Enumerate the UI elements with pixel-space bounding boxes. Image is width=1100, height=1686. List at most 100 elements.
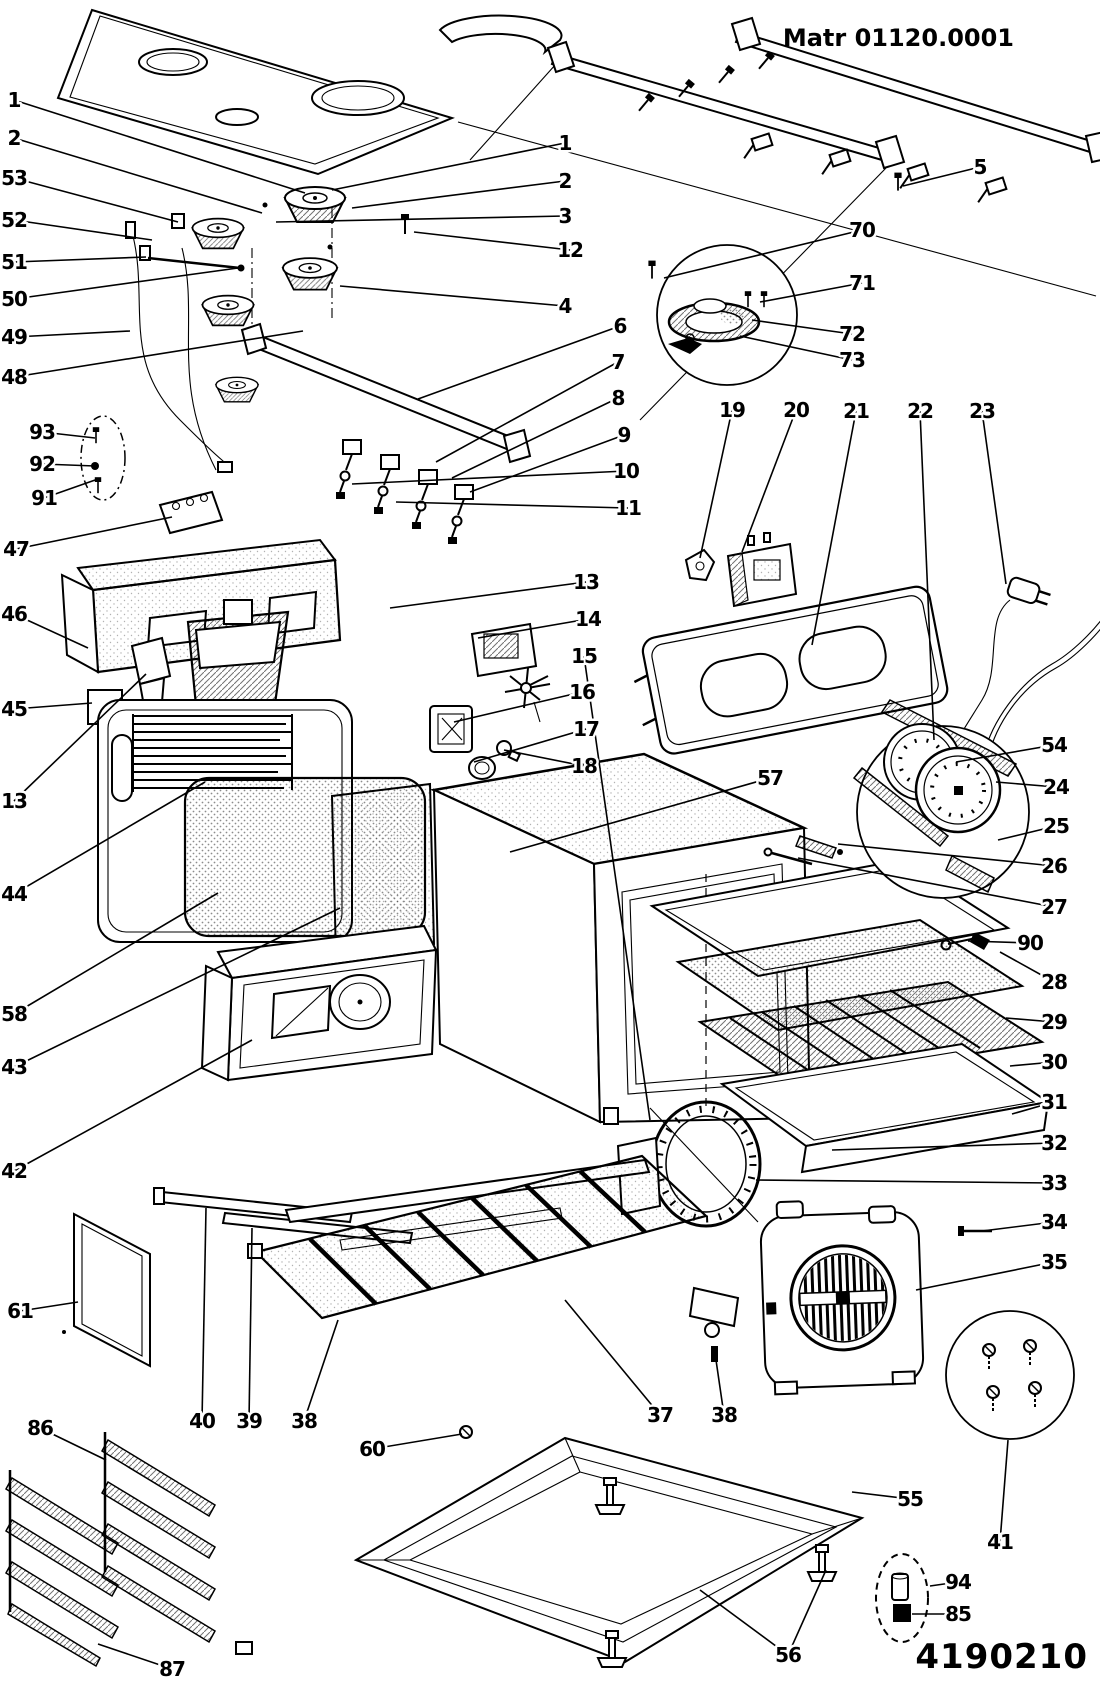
callout-label-40-part-7: 7	[612, 350, 625, 374]
leader-line-54-part-21	[811, 410, 857, 646]
callout-label-14-part-13: 13	[1, 789, 27, 813]
callout-label-38-part-5: 5	[974, 155, 987, 179]
leader-line-6-part-49	[13, 330, 131, 338]
leader-line-1-part-2	[13, 137, 263, 214]
storage-drawer	[200, 924, 438, 1082]
callout-label-68-part-29: 29	[1041, 1010, 1067, 1034]
leader-line-46-part-14	[477, 618, 589, 639]
terminal-block	[158, 490, 224, 535]
leader-line-61-part-54	[955, 744, 1055, 763]
callout-label-55-part-22: 22	[907, 399, 933, 423]
callout-label-74-part-35: 35	[1041, 1250, 1067, 1274]
callout-label-18-part-42: 42	[1, 1159, 27, 1183]
thermostat-and-bracket	[684, 532, 798, 608]
leader-line-68-part-29	[1005, 1017, 1055, 1023]
leader-line-36-part-12	[413, 231, 571, 251]
leader-line-9-part-92	[41, 463, 96, 467]
extra-leader-line-0	[787, 1569, 827, 1656]
callout-label-23-part-39: 39	[236, 1409, 262, 1433]
leader-line-52-part-19	[699, 409, 733, 559]
callout-label-57-part-70: 70	[849, 218, 875, 242]
side-rack-ladders	[5, 1432, 253, 1668]
callout-label-10-part-91: 91	[31, 486, 57, 510]
callout-label-7-part-48: 48	[1, 365, 27, 389]
callout-label-65-part-27: 27	[1041, 895, 1067, 919]
drawing-code: 4190210	[915, 1637, 1088, 1677]
leader-line-49-part-17	[473, 728, 587, 763]
leader-line-42-part-9	[469, 434, 625, 493]
leader-line-24-part-38	[303, 1319, 339, 1422]
callout-label-54-part-21: 21	[843, 399, 869, 423]
callout-label-69-part-30: 30	[1041, 1050, 1067, 1074]
callout-label-0-part-1: 1	[8, 88, 21, 112]
tap-stacks	[336, 439, 474, 544]
leader-line-10-part-91	[43, 478, 99, 499]
leader-line-25-part-60	[371, 1433, 463, 1450]
callout-label-47-part-15: 15	[571, 644, 597, 668]
callout-label-24-part-38: 38	[291, 1409, 317, 1433]
leader-line-8-part-93	[41, 431, 96, 439]
burner-detail-inset	[647, 244, 798, 386]
callout-label-66-part-90: 90	[1017, 931, 1043, 955]
callout-label-30-part-94: 94	[945, 1570, 971, 1594]
leader-line-66-part-90	[967, 940, 1031, 944]
leader-line-7-part-48	[13, 330, 304, 378]
callout-label-60-part-73: 73	[839, 348, 865, 372]
leader-line-34-part-2	[351, 180, 566, 209]
leader-line-48-part-16	[453, 691, 583, 723]
door-spring-parts	[763, 835, 843, 866]
leader-line-4-part-51	[13, 256, 147, 263]
leader-line-18-part-42	[13, 1039, 253, 1172]
callout-label-19-part-61: 61	[7, 1299, 33, 1323]
callout-label-58-part-71: 71	[849, 271, 875, 295]
callout-label-15-part-44: 44	[1, 882, 27, 906]
ribbed-tray	[247, 1154, 740, 1439]
callout-label-36-part-12: 12	[557, 238, 583, 262]
callout-label-13-part-45: 45	[1, 697, 27, 721]
callout-layer: 1253525150494893929147464513445843426186…	[0, 86, 1072, 1684]
callout-label-12-part-46: 46	[1, 602, 27, 626]
callout-label-46-part-14: 14	[575, 607, 601, 631]
callout-label-44-part-11: 11	[615, 496, 641, 520]
callout-label-32-part-41: 41	[987, 1530, 1013, 1554]
fastener-detail	[875, 1553, 929, 1643]
leader-line-39-part-6	[417, 325, 621, 400]
leader-line-12-part-46	[13, 613, 89, 649]
leader-line-40-part-7	[435, 361, 619, 463]
callout-label-26-part-37: 37	[647, 1403, 673, 1427]
callout-label-33-part-1: 1	[559, 131, 572, 155]
callout-label-27-part-38: 38	[711, 1403, 737, 1427]
supply-cable-and-plug	[947, 576, 1100, 763]
cooktop-panel	[56, 8, 563, 176]
gas-tap-rail	[240, 322, 532, 544]
callout-label-11-part-47: 47	[3, 537, 29, 561]
callout-label-16-part-58: 58	[1, 1002, 27, 1026]
callout-label-4-part-51: 51	[1, 250, 27, 274]
leader-line-60-part-73	[739, 335, 853, 361]
leader-line-21-part-87	[97, 1643, 173, 1670]
callout-label-70-part-31: 31	[1041, 1090, 1067, 1114]
leader-line-57-part-70	[663, 229, 863, 279]
leader-line-64-part-26	[837, 843, 1055, 867]
callout-label-6-part-49: 49	[1, 325, 27, 349]
leader-line-58-part-71	[759, 282, 863, 303]
callout-label-39-part-6: 6	[614, 314, 627, 338]
leader-line-43-part-10	[351, 470, 627, 485]
callout-label-37-part-4: 4	[559, 294, 572, 318]
leader-line-62-part-24	[995, 781, 1057, 788]
leader-line-29-part-55	[851, 1491, 911, 1500]
callout-label-9-part-92: 92	[29, 452, 55, 476]
leader-line-0-part-1	[13, 99, 306, 194]
leader-line-72-part-33	[755, 1179, 1055, 1184]
leader-line-65-part-27	[797, 857, 1055, 908]
leader-line-14-part-13	[13, 673, 147, 802]
callout-label-52-part-19: 19	[719, 398, 745, 422]
callout-label-71-part-32: 32	[1041, 1131, 1067, 1155]
callout-label-20-part-86: 86	[27, 1416, 53, 1440]
leader-line-2-part-53	[13, 177, 179, 223]
leader-line-71-part-32	[831, 1142, 1055, 1151]
callout-label-61-part-54: 54	[1041, 733, 1067, 757]
callout-label-8-part-93: 93	[29, 420, 55, 444]
leader-line-63-part-25	[997, 825, 1057, 841]
leader-line-74-part-35	[915, 1261, 1055, 1291]
